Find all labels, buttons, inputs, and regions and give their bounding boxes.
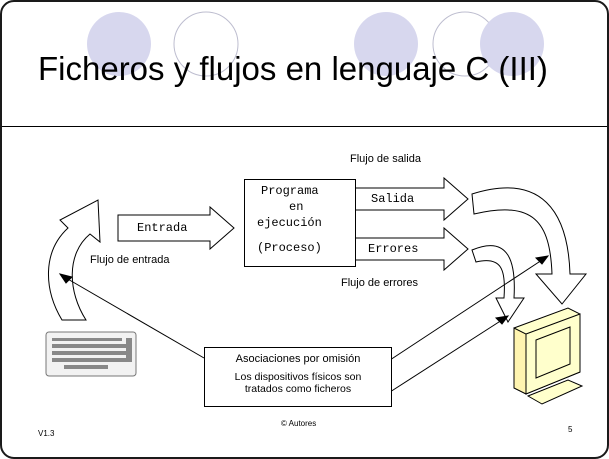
associations-box: Asociaciones por omisión Los dispositivo…: [204, 347, 392, 407]
input-arrow: [117, 205, 235, 251]
page-title: Ficheros y flujos en lenguaje C (III): [38, 50, 548, 87]
output-arrow-label: Salida: [371, 192, 415, 206]
output-arrow: [353, 176, 469, 222]
errors-arrow-label: Errores: [368, 242, 419, 256]
footer-authors: © Autores: [281, 419, 317, 428]
errors-arrow: [353, 226, 469, 272]
associations-title: Asociaciones por omisión: [235, 353, 361, 365]
association-lines: [58, 255, 550, 393]
process-label-line1: Programa: [261, 184, 319, 198]
associations-text-line1: Los dispositivos físicos son: [234, 371, 362, 383]
keyboard-icon: [45, 331, 137, 377]
output-stream-label: Flujo de salida: [350, 153, 421, 165]
process-label-line2: en: [289, 200, 304, 214]
error-curve-arrow: [471, 245, 525, 323]
process-label-line3: ejecución: [257, 216, 322, 230]
process-label-line4: (Proceso): [257, 241, 322, 255]
input-arrow-label: Entrada: [137, 221, 188, 235]
page-number: 5: [568, 425, 573, 434]
associations-text-line2: tratados como ficheros: [244, 383, 352, 395]
decorative-circles: [87, 11, 544, 77]
process-box: [244, 179, 356, 267]
input-stream-label: Flujo de entrada: [90, 254, 170, 266]
title-divider: [2, 126, 607, 127]
version-label: V1.3: [38, 429, 55, 438]
error-stream-label: Flujo de errores: [341, 277, 419, 289]
monitor-icon: [513, 307, 584, 405]
output-curve-arrow: [471, 187, 588, 305]
input-curve-arrow: [47, 199, 101, 321]
